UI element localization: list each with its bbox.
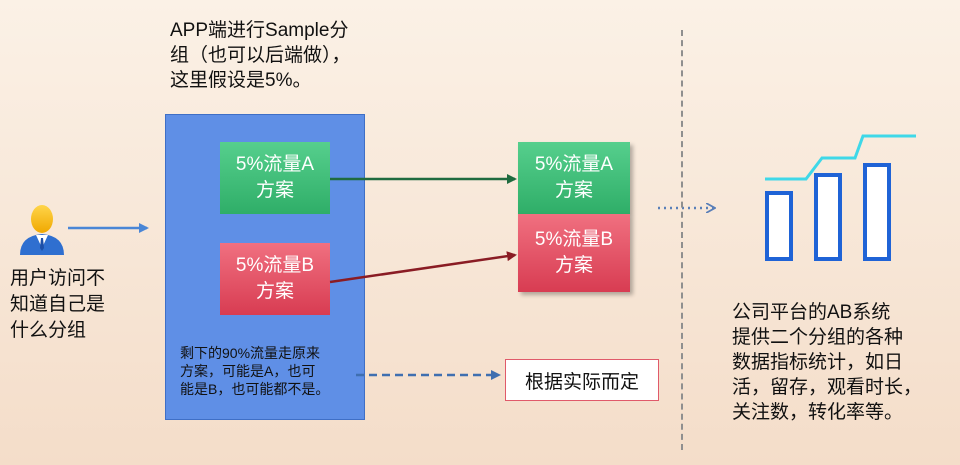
platform-line-3: 数据指标统计，如日 [732, 352, 904, 373]
platform-description: 公司平台的AB系统 提供二个分组的各种 数据指标统计，如日 活，留存，观看时长，… [732, 300, 942, 425]
result-group-a-subtitle: 方案 [554, 180, 593, 201]
result-group-a-box: 5%流量A 方案 [518, 142, 630, 214]
chart-bar-2 [814, 173, 842, 261]
app-group-b-subtitle: 方案 [255, 281, 294, 302]
platform-line-2: 提供二个分组的各种 [732, 327, 904, 348]
result-group-b-subtitle: 方案 [554, 255, 593, 276]
remaining-note-line-2: 方案，可能是A，也可 [180, 363, 316, 379]
sampling-note-line-3: 这里假设是5%。 [170, 70, 312, 91]
result-group-b-box: 5%流量B 方案 [518, 214, 630, 292]
chart-bar-1 [765, 191, 793, 261]
user-icon [14, 202, 70, 256]
user-caption-line-3: 什么分组 [10, 320, 87, 341]
app-group-a-box: 5%流量A 方案 [220, 142, 330, 214]
app-group-b-box: 5%流量B 方案 [220, 243, 330, 315]
result-group-a-title: 5%流量A [534, 154, 614, 175]
remaining-note-line-1: 剩下的90%流量走原来 [180, 345, 321, 361]
chart-bar-3 [863, 163, 891, 261]
platform-line-1: 公司平台的AB系统 [732, 302, 891, 323]
remaining-traffic-note: 剩下的90%流量走原来 方案，可能是A，也可 能是B，也可能都不是。 [180, 344, 366, 398]
platform-line-5: 关注数，转化率等。 [732, 402, 904, 423]
user-caption: 用户访问不 知道自己是 什么分组 [10, 266, 130, 344]
trend-line [765, 134, 916, 181]
platform-line-4: 活，留存，观看时长， [732, 377, 923, 398]
sampling-note-line-1: APP端进行Sample分 [170, 20, 349, 41]
app-group-b-title: 5%流量B [235, 255, 315, 276]
depends-on-actual-box: 根据实际而定 [505, 359, 659, 401]
depends-on-actual-label: 根据实际而定 [524, 371, 639, 393]
group-b-arrow [329, 251, 517, 284]
remaining-note-line-3: 能是B，也可能都不是。 [180, 381, 330, 397]
sampling-note-line-2: 组（也可以后端做）， [170, 45, 351, 66]
app-group-a-title: 5%流量A [235, 154, 315, 175]
result-group-b-title: 5%流量B [534, 229, 614, 250]
sampling-note: APP端进行Sample分 组（也可以后端做）， 这里假设是5%。 [170, 18, 400, 93]
user-caption-line-1: 用户访问不 [10, 268, 106, 289]
user-caption-line-2: 知道自己是 [10, 294, 106, 315]
app-group-a-subtitle: 方案 [255, 180, 294, 201]
section-divider [681, 30, 683, 450]
